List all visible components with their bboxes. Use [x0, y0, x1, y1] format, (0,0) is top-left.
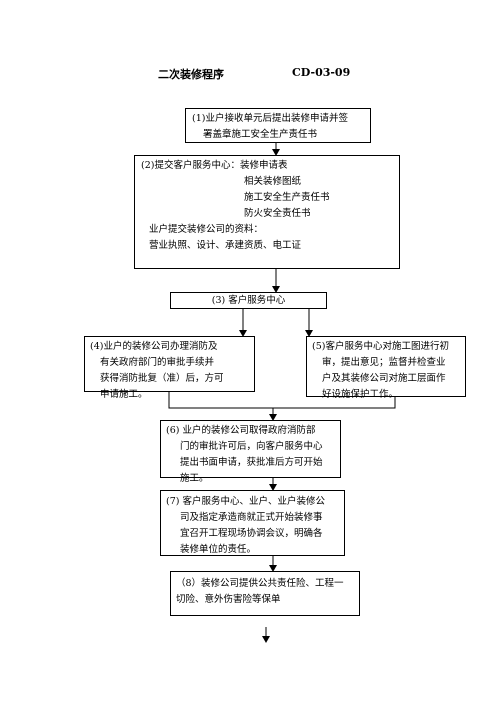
step-6-line-3: 提出书面申请，获批准后方可开始 [180, 457, 323, 468]
step-8-line-1: （8）装修公司提供公共责任险、工程一 [176, 578, 344, 589]
step-4-box: (4)业户的装修公司办理消防及 有关政府部门的审批手续并 获得消防批复（准）后，… [84, 336, 255, 400]
step-5-line-4: 好设施保护工作。 [322, 389, 399, 400]
step-5-line-1: (5)客户服务中心对施工图进行初 [312, 341, 449, 352]
step-1-line-1: (1)业户接收单元后提出装修申请并签 [192, 113, 348, 124]
step-5-line-2: 审，提出意见；监督并检查业 [322, 357, 446, 368]
step-2-box: (2)提交客户服务中心：装修申请表 相关装修图纸 施工安全生产责任书 防火安全责… [134, 155, 400, 269]
step-2-company-docs-label: 业户提交装修公司的资料： [149, 224, 264, 235]
step-2-doc-drawings: 相关装修图纸 [244, 176, 302, 187]
step-7-line-2: 司及指定承造商就正式开始装修事 [180, 512, 323, 523]
step-1-line-2: 署盖章施工安全生产责任书 [203, 129, 318, 140]
step-4-line-3: 获得消防批复（准）后，方可 [100, 373, 224, 384]
step-7-line-3: 宜召开工程现场协调会议，明确各 [180, 528, 323, 539]
step-3-box: (3) 客户服务中心 [170, 292, 327, 309]
step-7-line-1: (7) 客户服务中心、业户、业户装修公 [166, 496, 325, 507]
step-8-line-2: 切险、意外伤害险等保单 [176, 594, 281, 605]
step-2-head: (2)提交客户服务中心：装修申请表 [141, 160, 288, 171]
step-4-line-4: 申请施工。 [100, 389, 148, 400]
step-5-line-3: 户及其装修公司对施工层面作 [322, 373, 446, 384]
step-1-box: (1)业户接收单元后提出装修申请并签 署盖章施工安全生产责任书 [185, 108, 371, 143]
step-2-doc-safety: 施工安全生产责任书 [244, 192, 330, 203]
step-6-line-2: 门的审批许可后，向客户服务中心 [180, 441, 323, 452]
merge-line-4-5 [168, 392, 396, 409]
step-4-line-2: 有关政府部门的审批手续并 [100, 357, 215, 368]
step-2-company-docs-list: 营业执照、设计、承建资质、电工证 [149, 240, 302, 251]
step-2-doc-fire: 防火安全责任书 [244, 208, 311, 219]
step-4-line-1: (4)业户的装修公司办理消防及 [90, 341, 218, 352]
step-6-box: (6) 业户的装修公司取得政府消防部 门的审批许可后，向客户服务中心 提出书面申… [160, 420, 341, 484]
step-6-line-1: (6) 业户的装修公司取得政府消防部 [166, 425, 316, 436]
page-title: 二次装修程序 [158, 68, 224, 81]
step-5-box: (5)客户服务中心对施工图进行初 审，提出意见；监督并检查业 户及其装修公司对施… [306, 336, 466, 400]
step-7-box: (7) 客户服务中心、业户、业户装修公 司及指定承造商就正式开始装修事 宜召开工… [160, 490, 345, 556]
step-8-box: （8）装修公司提供公共责任险、工程一 切险、意外伤害险等保单 [170, 571, 360, 616]
document-code: CD-03-09 [292, 66, 351, 79]
step-6-line-4: 施工。 [180, 473, 209, 484]
step-3-label: (3) 客户服务中心 [211, 295, 286, 306]
step-7-line-4: 装修单位的责任。 [180, 544, 257, 555]
